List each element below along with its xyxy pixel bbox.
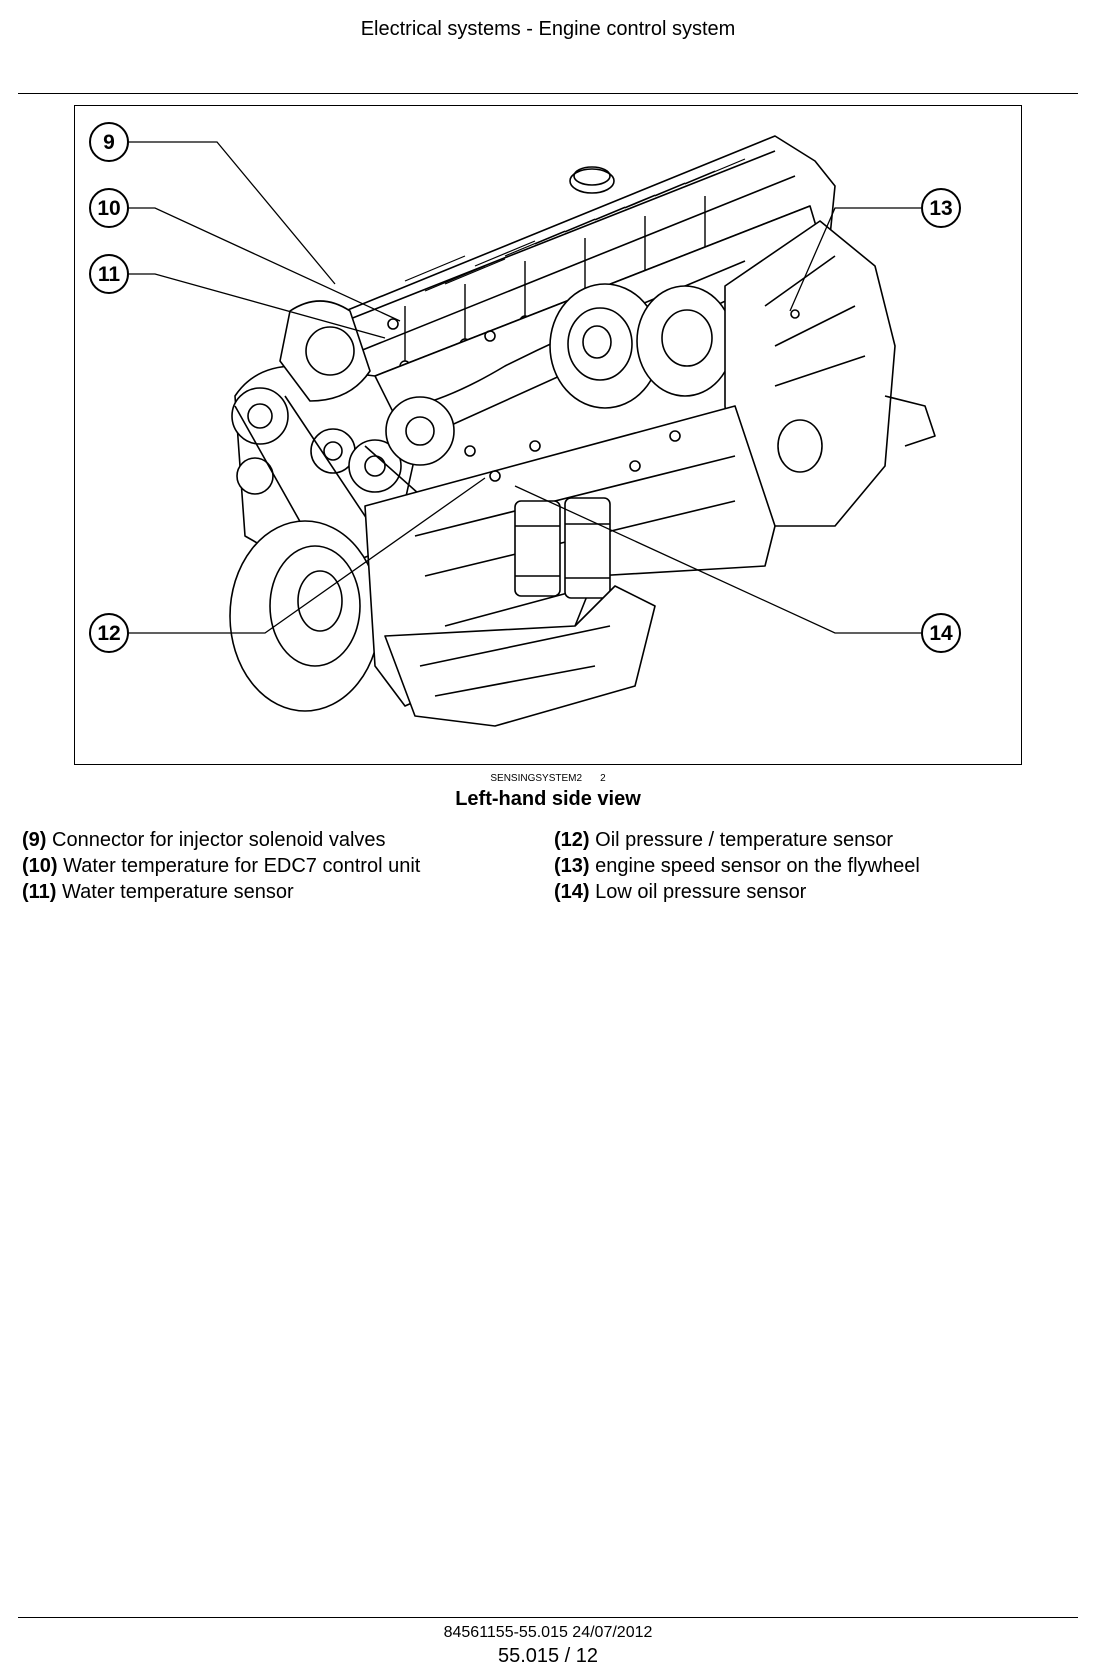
legend-item-number: (9) <box>22 829 47 851</box>
legend-item: (9) Connector for injector solenoid valv… <box>22 827 420 853</box>
footer-document-reference: 84561155-55.015 24/07/2012 <box>443 1624 653 1641</box>
legend-item-text: Water temperature for EDC7 control unit <box>57 855 421 877</box>
legend-item-text: Connector for injector solenoid valves <box>46 829 386 851</box>
legend-item: (13) engine speed sensor on the flywheel <box>554 853 920 879</box>
callout-13-label: 13 <box>929 197 952 220</box>
legend-item-number: (10) <box>22 855 58 877</box>
callout-11-label: 11 <box>98 263 121 286</box>
figure-reference-code: SENSINGSYSTEM2 <box>490 773 583 784</box>
legend-item: (12) Oil pressure / temperature sensor <box>554 827 920 853</box>
legend-item: (11) Water temperature sensor <box>22 879 420 905</box>
engine-illustration: 9 10 11 12 13 14 <box>89 122 961 727</box>
engine-drawing <box>229 135 936 727</box>
callout-11: 11 <box>89 254 129 294</box>
footer-divider <box>18 1617 1078 1618</box>
callout-9: 9 <box>89 122 129 162</box>
figure-reference-number: 2 <box>600 773 606 784</box>
legend-item: (10) Water temperature for EDC7 control … <box>22 853 420 879</box>
legend-item-number: (13) <box>554 855 590 877</box>
callout-14: 14 <box>921 613 961 653</box>
engine-figure: 9 10 11 12 13 14 <box>74 105 1022 765</box>
callout-14-label: 14 <box>929 622 953 645</box>
figure-caption: Left-hand side view <box>455 788 641 810</box>
legend-item-number: (11) <box>22 881 57 903</box>
legend-item-text: Water temperature sensor <box>56 881 294 903</box>
legend-item-text: Oil pressure / temperature sensor <box>589 829 894 851</box>
legend-item-text: engine speed sensor on the flywheel <box>589 855 920 877</box>
legend-item: (14) Low oil pressure sensor <box>554 879 920 905</box>
legend-item-number: (14) <box>554 881 590 903</box>
callout-12-label: 12 <box>97 622 120 645</box>
callout-9-label: 9 <box>103 131 115 154</box>
legend-column-right: (12) Oil pressure / temperature sensor (… <box>554 827 920 905</box>
callout-12: 12 <box>89 613 129 653</box>
legend-item-number: (12) <box>554 829 590 851</box>
callout-10-label: 10 <box>97 197 120 220</box>
leader-lines <box>127 141 921 634</box>
callout-13: 13 <box>921 188 961 228</box>
figure-reference: SENSINGSYSTEM2 2 <box>0 773 1096 784</box>
page-header-title: Electrical systems - Engine control syst… <box>360 18 736 40</box>
legend-item-text: Low oil pressure sensor <box>589 881 807 903</box>
footer-page-number: 55.015 / 12 <box>497 1645 599 1667</box>
header-divider <box>18 93 1078 94</box>
callout-10: 10 <box>89 188 129 228</box>
legend-column-left: (9) Connector for injector solenoid valv… <box>22 827 420 905</box>
